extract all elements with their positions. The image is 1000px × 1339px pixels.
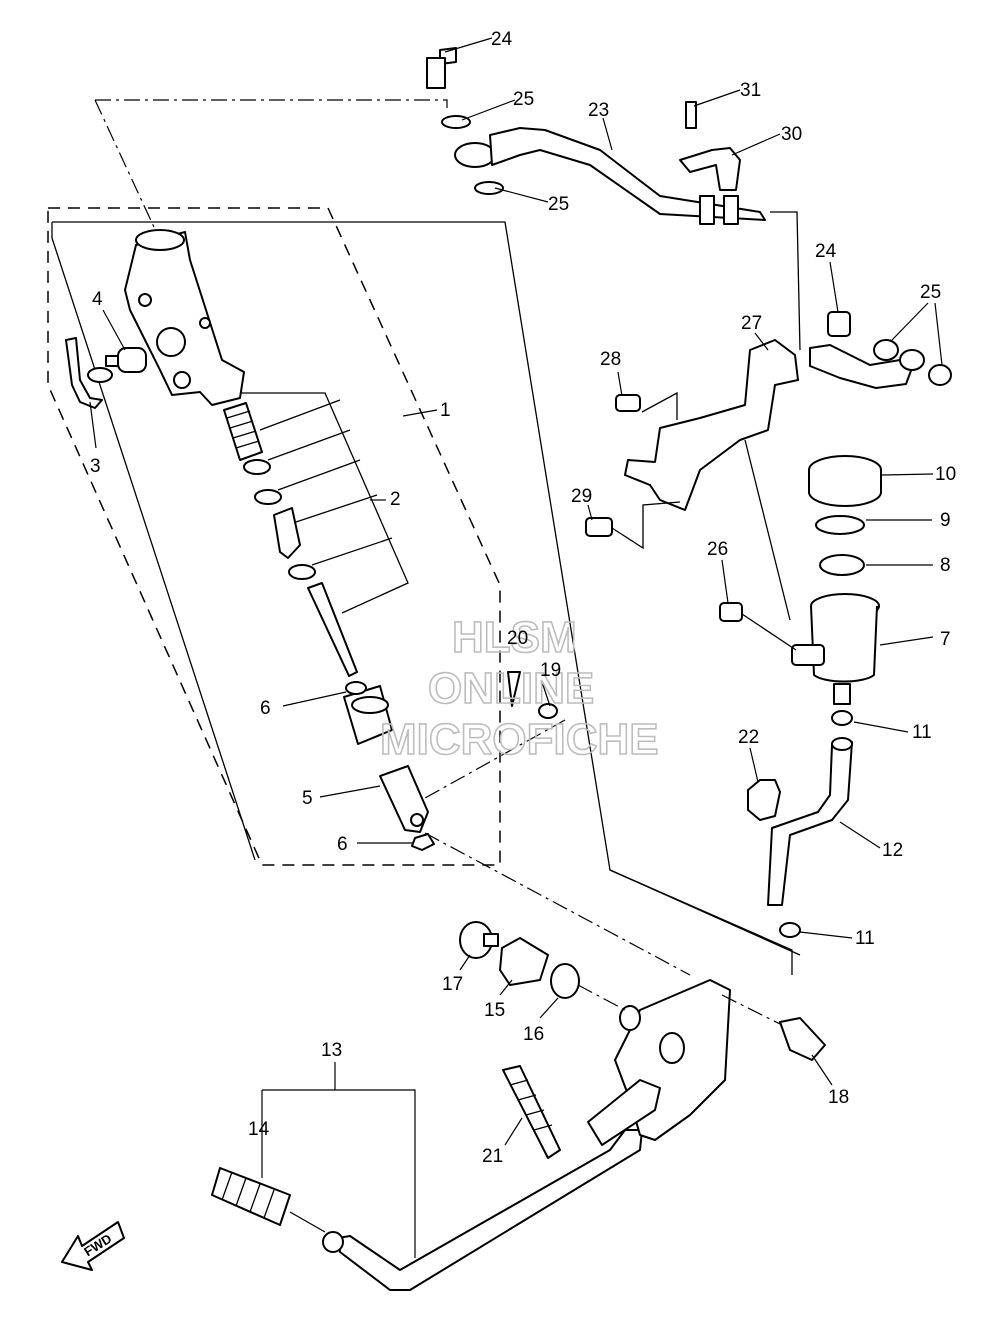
callout-31: 31 <box>740 80 761 101</box>
push-rod-parts[interactable] <box>343 681 435 851</box>
watermark-line2: ONLINE <box>428 664 594 713</box>
reservoir-tank[interactable] <box>719 455 882 705</box>
callout-16: 16 <box>523 1024 544 1045</box>
reservoir-hose[interactable] <box>747 710 853 938</box>
callout-1: 1 <box>440 400 451 421</box>
washer-19[interactable] <box>538 703 558 719</box>
pedal-spring[interactable] <box>502 1065 561 1159</box>
callout-25a: 25 <box>513 89 534 110</box>
callout-18: 18 <box>828 1087 849 1108</box>
callout-numbers: 24 25 23 31 30 25 24 25 4 27 28 1 3 10 2… <box>90 29 956 1167</box>
callout-25c: 25 <box>920 282 941 303</box>
callout-22: 22 <box>738 727 759 748</box>
callout-17: 17 <box>442 974 463 995</box>
watermark-line3: MICROFICHE <box>380 715 659 764</box>
callout-9: 9 <box>940 510 951 531</box>
pedal-rubber[interactable] <box>211 1167 291 1226</box>
watermark-line1: HLSM <box>452 613 577 662</box>
callout-27: 27 <box>741 313 762 334</box>
master-cylinder-body[interactable] <box>124 229 245 406</box>
callout-2: 2 <box>390 489 401 510</box>
bleeder-screw[interactable] <box>65 337 113 409</box>
watermark: HLSM ONLINE MICROFICHE <box>379 612 659 765</box>
callout-10: 10 <box>935 464 956 485</box>
callout-13: 13 <box>321 1040 342 1061</box>
pedal-bushing-parts[interactable] <box>459 921 826 1061</box>
callout-25b: 25 <box>548 194 569 215</box>
callout-6a: 6 <box>260 698 271 719</box>
brake-hose[interactable] <box>426 47 766 225</box>
callout-12: 12 <box>882 840 903 861</box>
callout-3: 3 <box>90 456 101 477</box>
assembly-outlines <box>47 99 801 976</box>
callout-8: 8 <box>940 555 951 576</box>
callout-6b: 6 <box>337 834 348 855</box>
callout-23: 23 <box>588 100 609 121</box>
callout-28: 28 <box>600 349 621 370</box>
callout-7: 7 <box>940 629 951 650</box>
callout-leaders <box>89 37 943 1258</box>
piston-kit[interactable] <box>223 392 409 677</box>
cotter-pin[interactable] <box>507 671 521 707</box>
callout-24b: 24 <box>815 241 837 262</box>
callout-29: 29 <box>571 486 592 507</box>
callout-19: 19 <box>540 660 561 681</box>
hose-lower-fitting[interactable] <box>809 311 952 389</box>
callout-5: 5 <box>302 788 313 809</box>
callout-15: 15 <box>484 1000 505 1021</box>
callout-20: 20 <box>507 628 528 649</box>
callout-11b: 11 <box>855 928 875 949</box>
callout-26: 26 <box>707 539 728 560</box>
callout-11a: 11 <box>912 722 932 743</box>
callout-14: 14 <box>248 1119 270 1140</box>
brake-pedal[interactable] <box>322 979 731 1291</box>
joint-union[interactable] <box>105 347 147 373</box>
fwd-arrow-icon: FWD <box>61 1221 125 1271</box>
reservoir-bracket[interactable] <box>585 339 799 621</box>
callout-4: 4 <box>92 289 103 310</box>
callout-21: 21 <box>482 1146 503 1167</box>
callout-24a: 24 <box>491 29 513 50</box>
callout-30: 30 <box>781 124 802 145</box>
